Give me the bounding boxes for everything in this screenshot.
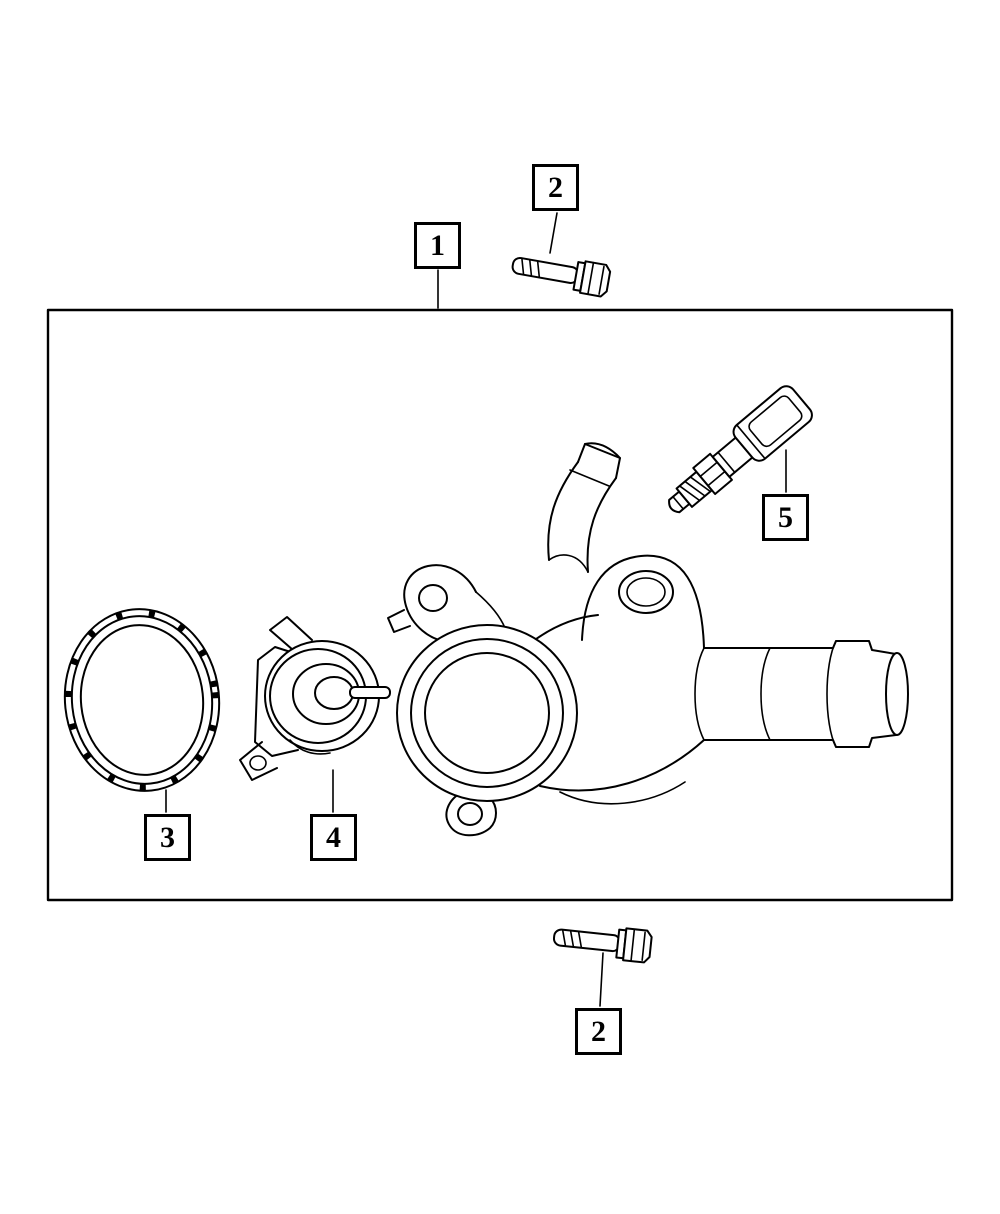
- callout-assembly[interactable]: 1: [414, 222, 461, 269]
- leader-lines: [165, 212, 787, 1007]
- callout-thermostat[interactable]: 4: [310, 814, 357, 861]
- callout-bolt-top-label: 2: [548, 170, 563, 204]
- callout-bolt-bottom[interactable]: 2: [575, 1008, 622, 1055]
- callout-gasket[interactable]: 3: [144, 814, 191, 861]
- leader-line-bolt-bottom: [599, 952, 604, 1007]
- callout-sensor-label: 5: [778, 500, 793, 534]
- callout-bolt-bottom-label: 2: [591, 1014, 606, 1048]
- sensor-illustration: [668, 385, 813, 514]
- bolt-illustration-top: [509, 247, 613, 299]
- leader-line-bolt-top: [549, 212, 558, 254]
- callout-bolt-top[interactable]: 2: [532, 164, 579, 211]
- thermostat-illustration: [239, 616, 391, 781]
- gasket-illustration: [63, 608, 221, 792]
- callout-gasket-label: 3: [160, 820, 175, 854]
- callout-assembly-label: 1: [430, 228, 445, 262]
- housing-illustration: [387, 442, 909, 837]
- callout-sensor[interactable]: 5: [762, 494, 809, 541]
- callout-thermostat-label: 4: [326, 820, 341, 854]
- assembly-boundary-box: [46, 308, 954, 902]
